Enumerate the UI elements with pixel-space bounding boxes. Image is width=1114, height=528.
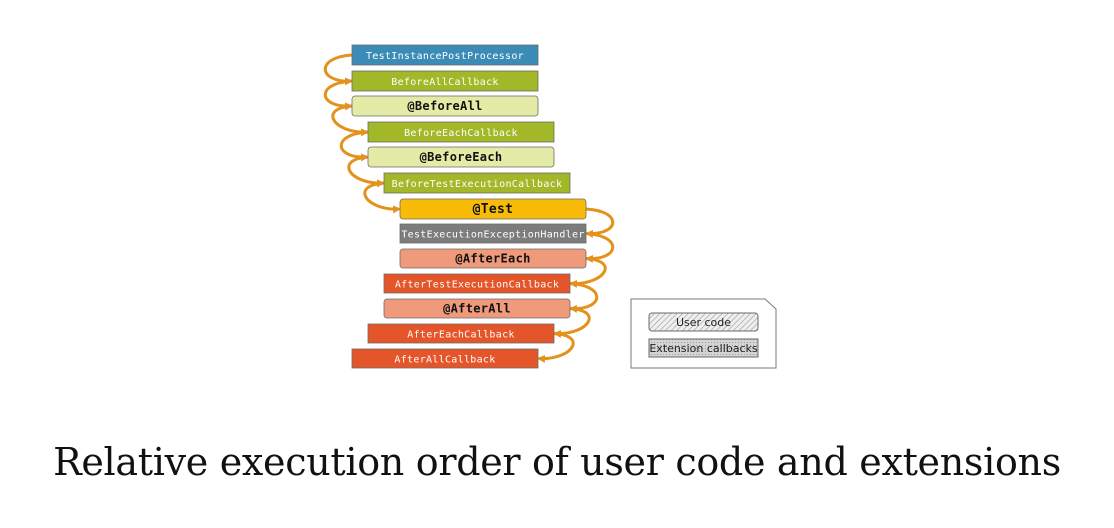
flow-arrow-1 bbox=[323, 53, 363, 86]
step-box-testinstancepostprocessor bbox=[351, 44, 539, 66]
legend-label-user-code: User code bbox=[676, 316, 731, 329]
step-label-beforetestexecutioncallback: BeforeTestExecutionCallback bbox=[392, 179, 563, 190]
step-box-beforetestexecutioncallback bbox=[383, 172, 571, 194]
flow-arrow-6 bbox=[363, 181, 401, 214]
legend-swatch-extension-callbacks bbox=[648, 338, 759, 358]
flow-arrow-11 bbox=[553, 306, 591, 338]
step-label-beforeeach: @BeforeEach bbox=[420, 150, 503, 164]
legend: User code Extension callbacks bbox=[630, 298, 777, 369]
step-box-aftereachcallback bbox=[367, 323, 555, 344]
flow-arrow-9 bbox=[569, 256, 607, 288]
flow-arrows bbox=[323, 53, 615, 363]
execution-order-diagram: TestInstancePostProcessorBeforeAllCallba… bbox=[323, 44, 777, 369]
flow-arrow-5 bbox=[347, 155, 385, 188]
step-label-aftereachcallback: AfterEachCallback bbox=[407, 330, 514, 341]
step-box-beforeeachcallback bbox=[367, 121, 555, 143]
step-label-afterallcallback: AfterAllCallback bbox=[394, 355, 495, 366]
step-label-testexecutionexceptionhandler: TestExecutionExceptionHandler bbox=[401, 230, 584, 241]
step-label-beforeeachcallback: BeforeEachCallback bbox=[404, 128, 518, 139]
step-box-afterall bbox=[383, 298, 571, 319]
step-box-test bbox=[399, 198, 587, 220]
flow-arrow-4 bbox=[339, 130, 379, 162]
flow-arrow-2 bbox=[323, 79, 363, 111]
step-box-afterallcallback bbox=[351, 348, 539, 369]
figure-caption: Relative execution order of user code an… bbox=[53, 440, 1061, 484]
legend-swatch-user-code bbox=[648, 312, 759, 332]
flow-arrow-7 bbox=[575, 207, 615, 238]
step-label-test: @Test bbox=[473, 202, 514, 217]
step-label-aftereach: @AfterEach bbox=[455, 252, 530, 266]
step-label-testinstancepostprocessor: TestInstancePostProcessor bbox=[366, 51, 524, 62]
step-box-aftereach bbox=[399, 248, 587, 269]
step-label-beforeall: @BeforeAll bbox=[407, 99, 482, 113]
flow-arrow-10 bbox=[559, 281, 599, 313]
step-box-beforeallcallback bbox=[351, 70, 539, 92]
step-label-beforeallcallback: BeforeAllCallback bbox=[391, 77, 498, 88]
flow-arrow-12 bbox=[537, 331, 575, 363]
step-box-aftertestexecutioncallback bbox=[383, 273, 571, 294]
flow-arrow-8 bbox=[575, 231, 615, 263]
flow-arrow-3 bbox=[331, 104, 369, 137]
step-label-afterall: @AfterAll bbox=[443, 302, 511, 316]
step-box-beforeall bbox=[351, 95, 539, 117]
step-box-testexecutionexceptionhandler bbox=[399, 223, 587, 244]
step-box-beforeeach bbox=[367, 146, 555, 168]
execution-steps: TestInstancePostProcessorBeforeAllCallba… bbox=[351, 44, 587, 369]
legend-box bbox=[630, 298, 777, 369]
legend-label-extension-callbacks: Extension callbacks bbox=[649, 342, 758, 355]
step-label-aftertestexecutioncallback: AfterTestExecutionCallback bbox=[395, 280, 559, 291]
